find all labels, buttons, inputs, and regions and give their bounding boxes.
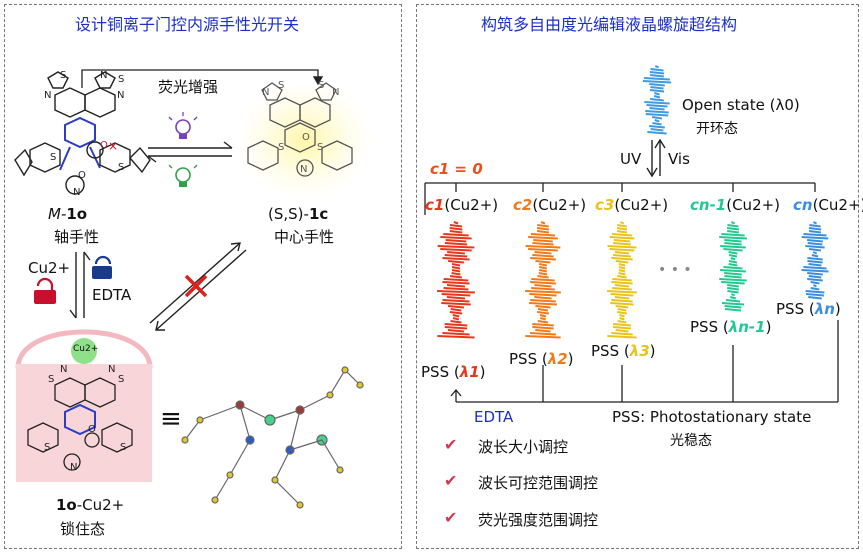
svg-text:×: × [108, 139, 118, 153]
photo-equilibrium-arrows [147, 141, 233, 163]
lock-open-icon [92, 255, 112, 279]
check-icon: ✔ [444, 435, 458, 454]
svg-text:O: O [100, 140, 108, 151]
svg-text:O: O [88, 424, 96, 435]
cu-edta-arrows [69, 251, 91, 319]
open-state-helix [642, 65, 672, 135]
column-concentration-label: cn-1(Cu2+) [690, 196, 781, 214]
equiv-symbol: ≡ [160, 404, 182, 434]
column-concentration-label: cn(Cu2+) [793, 196, 863, 214]
pss-helix [437, 221, 475, 339]
lock-closed-icon [34, 277, 56, 304]
complex-caption: 锁住态 [60, 520, 106, 538]
ss1c-molecule [247, 82, 353, 177]
svg-text:S: S [278, 80, 284, 91]
cu-ball-label: Cu2+ [73, 344, 99, 354]
feature-item: 波长大小调控 [478, 438, 569, 456]
svg-text:S: S [120, 442, 126, 453]
complex-box [16, 364, 152, 482]
check-icon: ✔ [444, 471, 458, 490]
complex-name: 1o-Cu2+ [56, 496, 125, 514]
pss-note: PSS: Photostationary state [612, 408, 812, 426]
left-panel: 设计铜离子门控内源手性光开关 [4, 4, 402, 549]
column-pss-label: PSS (λ1) [421, 363, 486, 381]
svg-text:N: N [70, 462, 77, 473]
column-concentration-label: c1(Cu2+) [425, 196, 499, 214]
open-state-label: Open state (λ0) [682, 96, 800, 114]
svg-text:S: S [60, 70, 66, 81]
svg-text:S: S [50, 152, 56, 163]
pss-note-cn: 光稳态 [670, 433, 712, 449]
m1o-molecule [14, 71, 151, 195]
svg-text:N: N [332, 87, 339, 98]
svg-text:N: N [100, 70, 107, 81]
m1o-caption: 轴手性 [54, 228, 100, 246]
feature-item: 波长可控范围调控 [478, 474, 599, 492]
svg-text:S: S [44, 442, 50, 453]
branch-lines [424, 182, 816, 215]
uv-vis-arrows [646, 138, 666, 178]
edta-return-line [450, 320, 839, 403]
svg-text:S: S [318, 80, 324, 91]
pss-helix [801, 221, 829, 300]
ss1c-caption: 中心手性 [274, 228, 335, 246]
edta-label-right: EDTA [474, 408, 514, 426]
column-concentration-label: c2(Cu2+) [513, 196, 587, 214]
svg-text:O: O [302, 132, 310, 143]
svg-text:N: N [117, 90, 124, 101]
helix-group [437, 65, 829, 339]
uv-label: UV [620, 150, 642, 168]
svg-text:S: S [118, 74, 124, 85]
check-icon: ✔ [444, 508, 458, 527]
enhance-label: 荧光增强 [158, 78, 219, 96]
column-pss-label: PSS (λn-1) [690, 318, 772, 336]
vis-label: Vis [668, 150, 690, 168]
enhance-arrow [81, 69, 324, 88]
ss1c-glow [237, 80, 373, 200]
column-pss-label: PSS (λ2) [509, 350, 574, 368]
complex-molecule [27, 377, 133, 471]
column-pss-label: PSS (λn) [776, 300, 841, 318]
pss-helix [719, 221, 747, 312]
svg-text:N: N [73, 187, 80, 198]
left-panel-title: 设计铜离子门控内源手性光开关 [75, 15, 300, 34]
right-panel-title: 构筑多自由度光编辑液晶螺旋超结构 [481, 15, 738, 34]
pss-helix [525, 221, 561, 339]
right-panel: 构筑多自由度光编辑液晶螺旋超结构 [416, 4, 859, 549]
feature-item: 荧光强度范围调控 [478, 511, 599, 529]
column-pss-label: PSS (λ3) [591, 342, 656, 360]
column-concentration-label: c3(Cu2+) [595, 196, 669, 214]
svg-text:S: S [118, 162, 124, 173]
open-state-cn: 开环态 [696, 121, 738, 137]
ellipsis: • • • [658, 262, 692, 278]
svg-text:S: S [118, 374, 124, 385]
svg-text:N: N [300, 164, 307, 175]
cu-ball [71, 338, 97, 364]
svg-text:S: S [278, 142, 284, 153]
edta-label-left: EDTA [92, 286, 132, 304]
ss1c-name: (S,S)-1c [268, 205, 329, 223]
purple-bulb-icon [168, 112, 198, 139]
m1o-name: M-1o [48, 205, 88, 223]
complex-cage [15, 329, 153, 369]
svg-text:N: N [108, 364, 115, 375]
svg-text:N: N [60, 364, 67, 375]
red-x-icon [184, 274, 208, 298]
green-bulb-icon [168, 164, 198, 187]
cu-label: Cu2+ [28, 259, 71, 277]
svg-text:O: O [78, 170, 86, 181]
pss-helix [607, 221, 637, 339]
svg-text:S: S [317, 142, 323, 153]
svg-text:N: N [262, 87, 269, 98]
svg-text:S: S [48, 374, 54, 385]
c1-zero-label: c1 = 0 [430, 160, 483, 178]
crystal-structure [181, 366, 364, 509]
svg-text:N: N [44, 90, 51, 101]
